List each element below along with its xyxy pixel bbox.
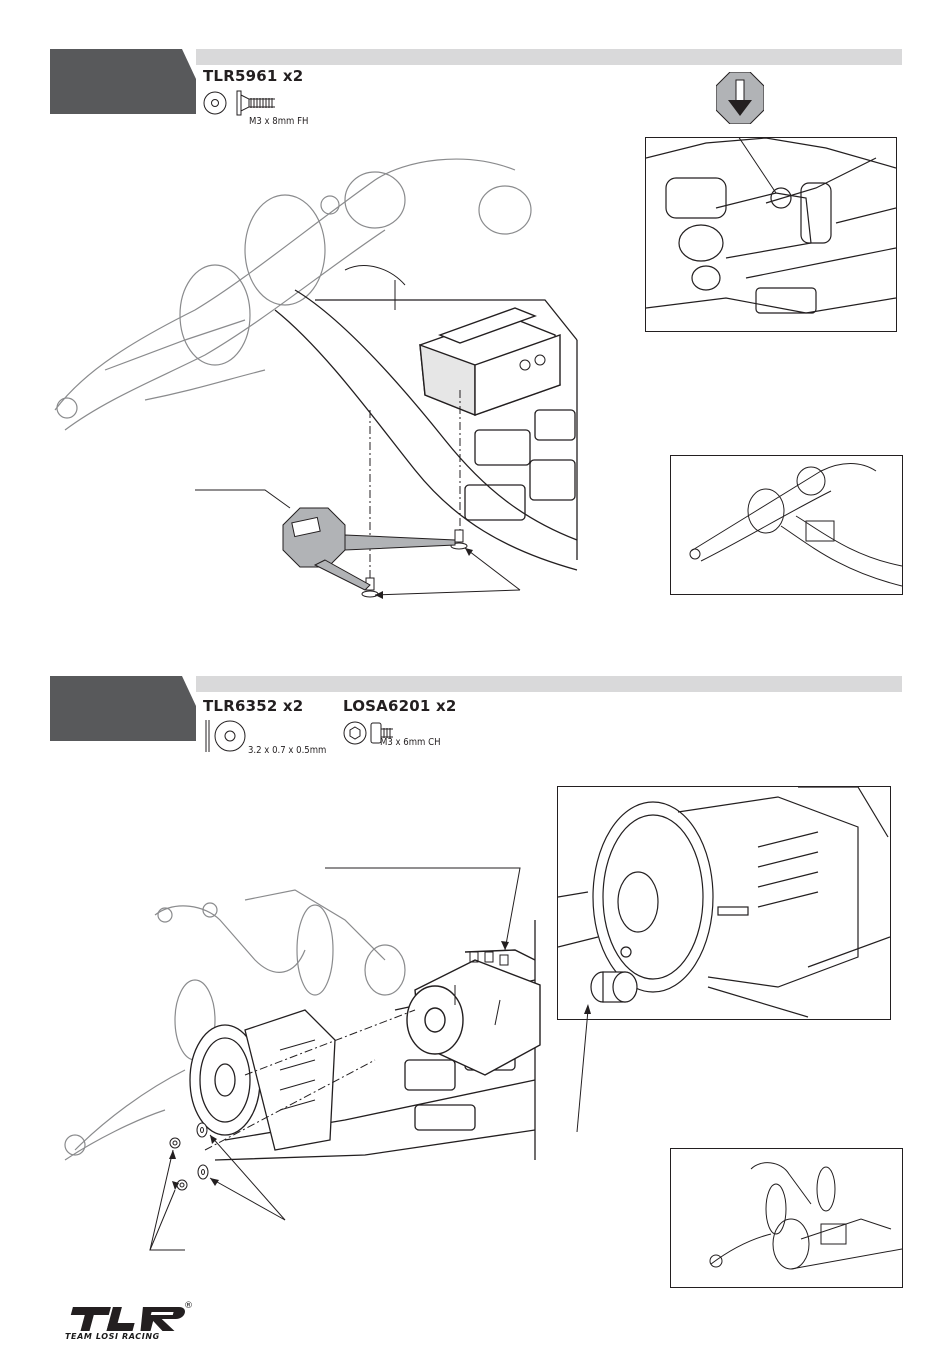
step-2-overview-inset	[670, 1148, 903, 1288]
step-1-main-illustration	[45, 140, 595, 620]
step-1-tab-slant	[178, 49, 198, 114]
step-1-detail-frame	[645, 137, 897, 332]
step-1-overview-inset	[670, 455, 903, 595]
pinion-gear-detail-illustration	[558, 787, 890, 1019]
logo-registered-mark: ®	[184, 1301, 193, 1311]
servo-horn-detail-illustration	[646, 138, 896, 331]
step-2-part-1-spec: 3.2 x 0.7 x 0.5mm	[248, 745, 326, 756]
logo-tagline: TEAM LOSI RACING	[65, 1332, 160, 1341]
car-overview-illustration	[671, 456, 902, 594]
step-1-header-bar	[196, 49, 902, 65]
step-2-detail-frame	[557, 786, 891, 1020]
step-2-part-1-code: TLR6352 x2	[203, 697, 303, 715]
step-2-tab-slant	[178, 676, 198, 741]
step-2-main-illustration	[45, 860, 545, 1260]
press-down-icon	[716, 72, 764, 124]
step-1-tab	[50, 49, 180, 114]
step-2-header-bar	[196, 676, 902, 692]
tlr-logo: ® TEAM LOSI RACING	[62, 1303, 192, 1343]
step-1-part-spec: M3 x 8mm FH	[249, 116, 308, 127]
step-2-tab	[50, 676, 180, 741]
flat-head-screw-icon	[203, 88, 275, 118]
rear-overview-illustration	[671, 1149, 902, 1287]
shim-washer-icon	[203, 718, 249, 754]
step-2-part-2-spec: M3 x 6mm CH	[380, 737, 441, 748]
pinion-leader-line	[574, 1000, 594, 1135]
step-1-part-code: TLR5961 x2	[203, 67, 303, 85]
step-2-part-2-code: LOSA6201 x2	[343, 697, 456, 715]
